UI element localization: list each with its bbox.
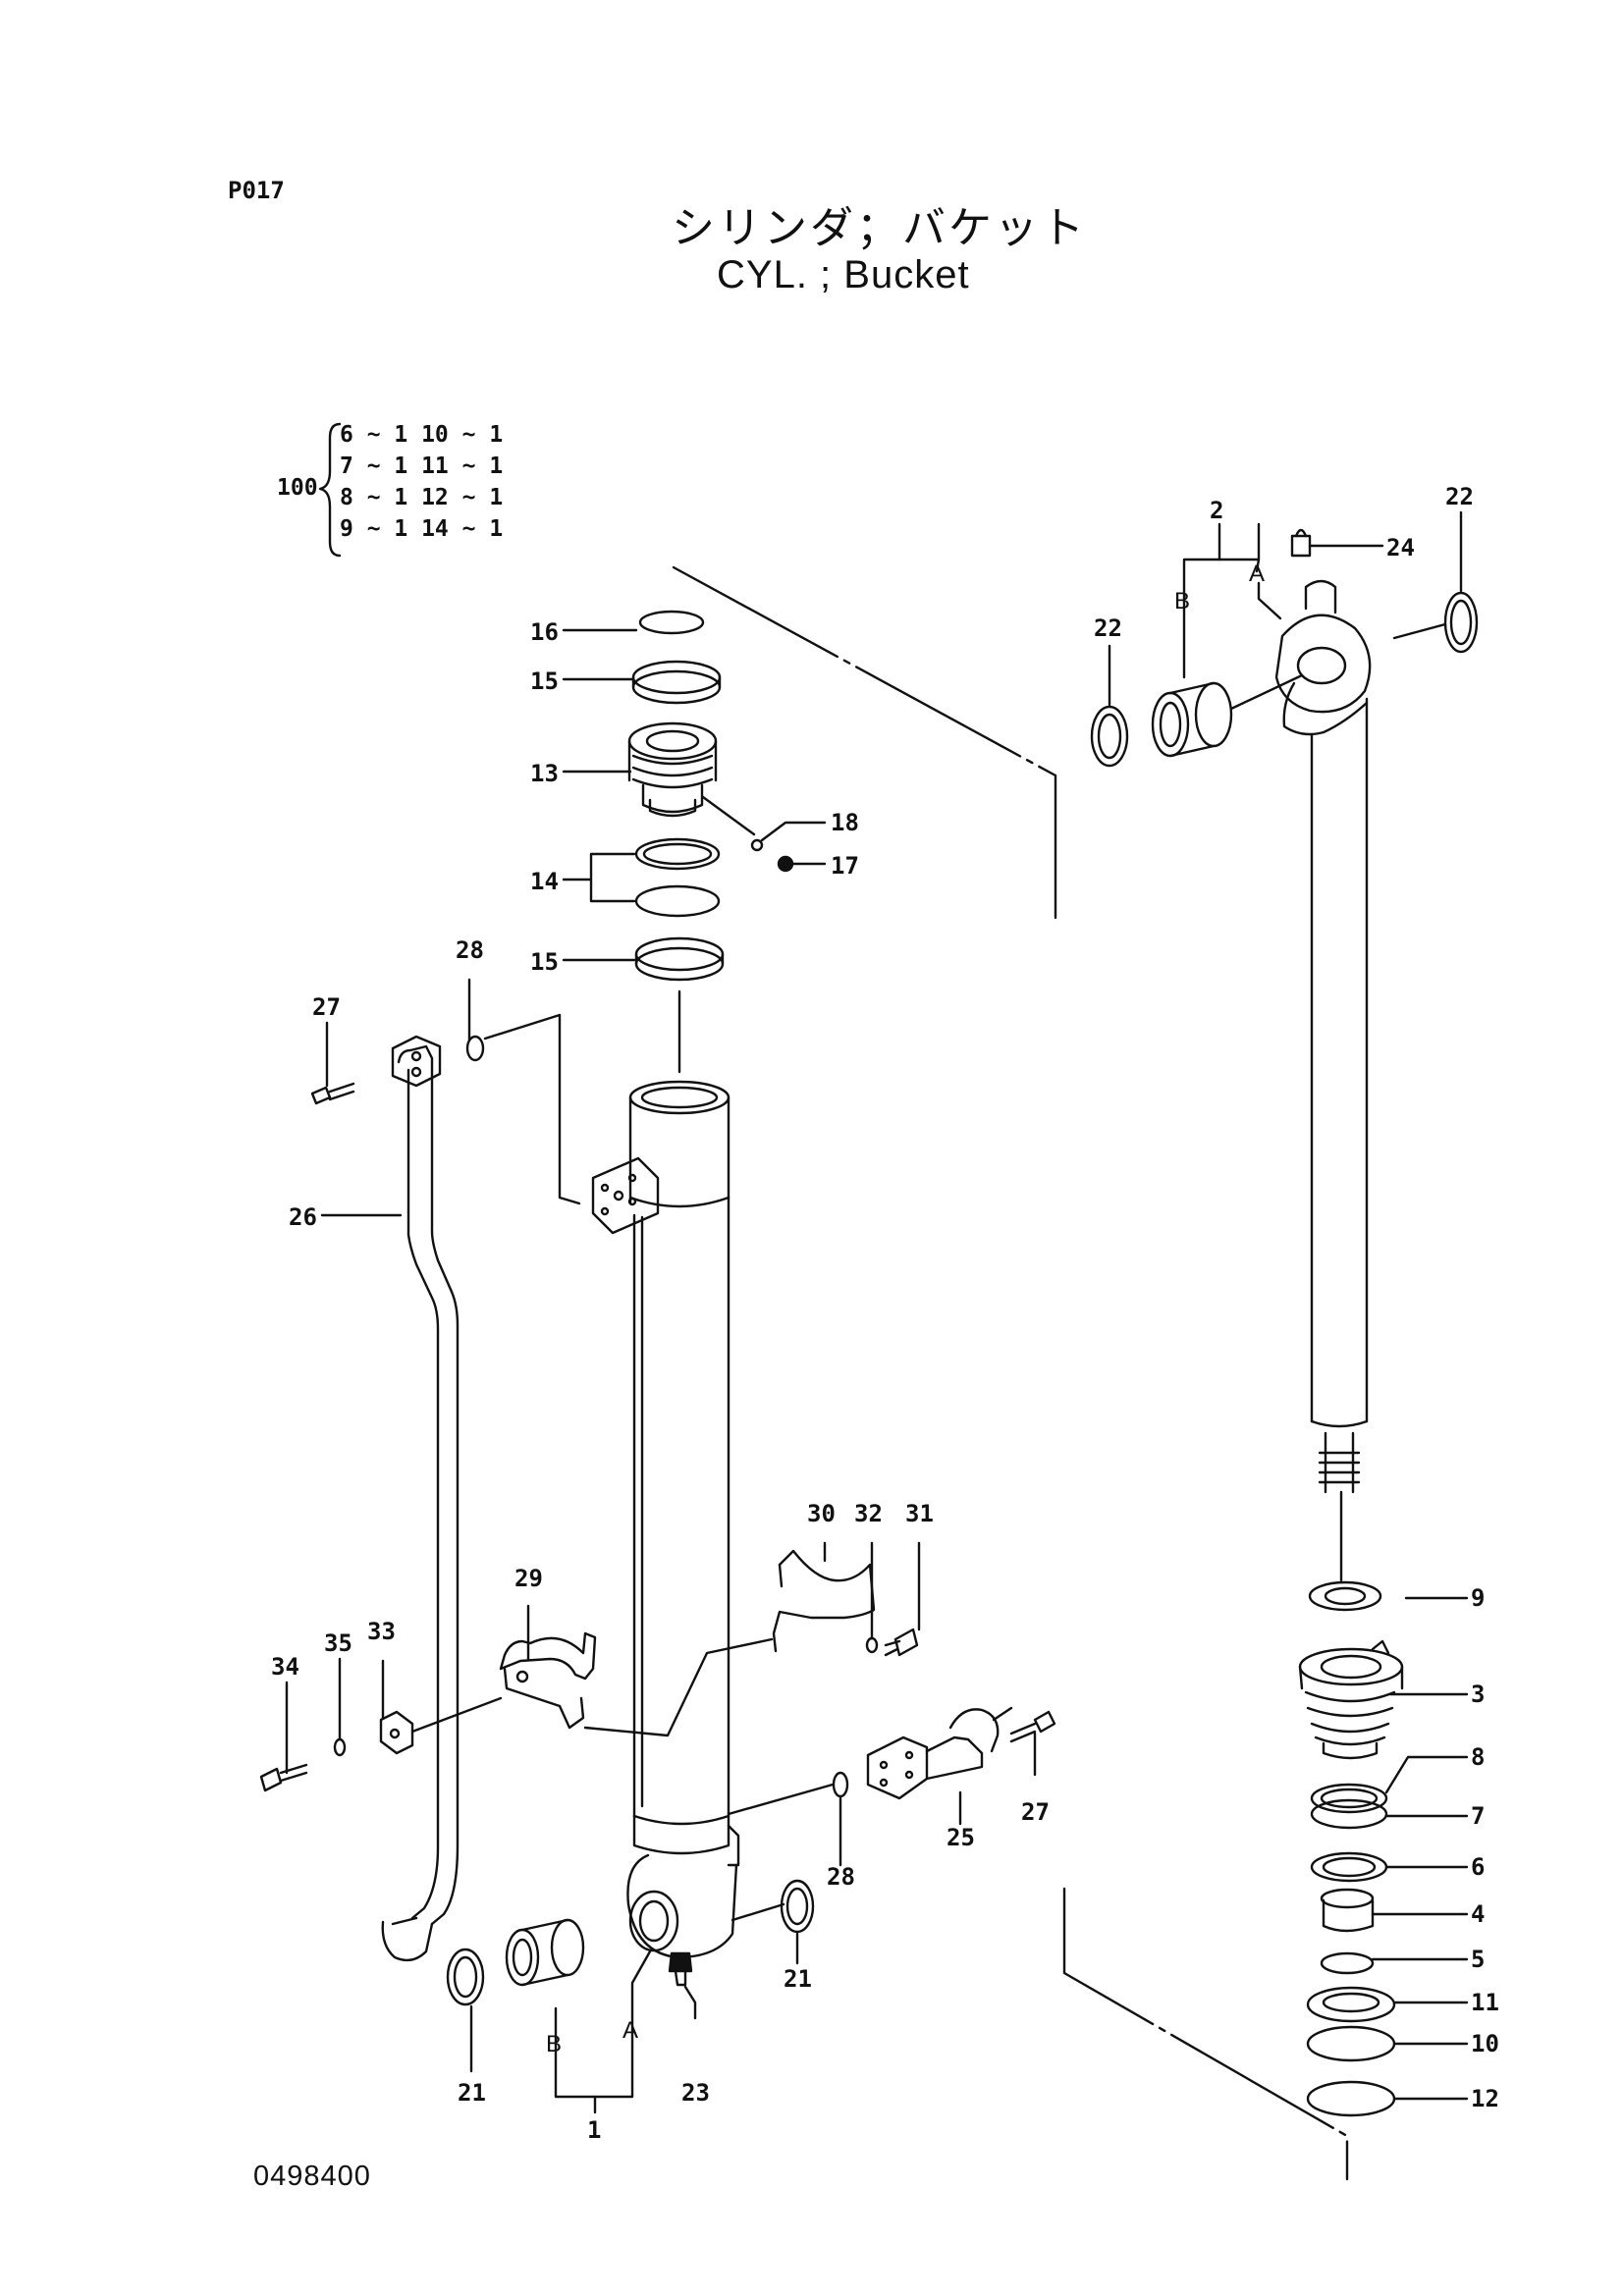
callout-8: 8 [1471,1743,1485,1771]
part-5-ring [1320,1951,1375,1975]
drawing-number: 0498400 [253,2161,371,2192]
kit-number: 100 [277,475,318,501]
callout-13: 13 [530,760,559,787]
part-4-nut [1320,1888,1375,1933]
part-10-ring [1306,2025,1396,2062]
part-13-cylinder-head [627,721,718,818]
part-24-grease-fitting [1290,528,1312,558]
part-35-washer [333,1737,347,1757]
callout-1: 1 [587,2116,601,2144]
part-22-seal-right [1443,591,1479,654]
page-code: P017 [228,177,285,204]
callout-3: 3 [1471,1681,1485,1708]
kit-row-3: 8 ~ 1 12 ~ 1 [340,485,504,510]
part-1B-bushing [505,1918,585,1987]
part-7-ring [1310,1798,1388,1830]
title-japanese: シリンダ；バケット [672,203,1087,253]
callout-23: 23 [681,2079,710,2107]
kit-row-1: 6 ~ 1 10 ~ 1 [340,422,504,448]
callout-1-A: A [622,2017,638,2044]
callout-21-left: 21 [458,2079,486,2107]
part-33-clamp-block [379,1710,414,1755]
callout-2-A: A [1249,561,1265,587]
callout-29: 29 [514,1565,543,1592]
callout-4: 4 [1471,1900,1485,1928]
part-26-pipe-clamp-top [391,1035,442,1088]
callout-22-right: 22 [1445,483,1474,510]
callout-22-left: 22 [1094,614,1122,642]
part-18-ball [750,838,764,852]
callout-32: 32 [854,1500,883,1527]
callout-31: 31 [905,1500,934,1527]
title-english: CYL. ; Bucket [717,253,970,296]
part-15-backup-ring-lower [634,936,725,982]
callout-28-upper: 28 [456,936,484,964]
callout-34: 34 [271,1653,299,1681]
part-16-oring [638,610,705,635]
part-6-ring [1310,1851,1388,1883]
part-23-grease-fitting [668,1951,693,1987]
part-15-backup-ring-upper [631,660,722,705]
part-28-oring-top [465,1035,485,1062]
part-27-bolt-bottom [1009,1710,1056,1743]
callout-6: 6 [1471,1853,1485,1881]
callout-7: 7 [1471,1802,1485,1830]
callout-27-lower: 27 [1021,1798,1050,1826]
callout-18: 18 [831,809,859,836]
callout-33: 33 [367,1618,396,1645]
callout-1-B: B [546,2031,562,2057]
kit-list: 100 6 ~ 1 10 ~ 1 7 ~ 1 11 ~ 1 8 ~ 1 12 ~… [277,418,532,556]
part-26-pipe [381,1044,460,1962]
part-28-oring-bottom [832,1771,849,1798]
callout-5: 5 [1471,1946,1485,1973]
callout-15-upper: 15 [530,667,559,695]
callout-35: 35 [324,1629,352,1657]
callout-25: 25 [947,1824,975,1851]
part-32-washer [865,1636,879,1654]
callout-15-lower: 15 [530,948,559,976]
callout-10: 10 [1471,2030,1499,2057]
part-8-ring [1310,1783,1388,1814]
part-21-seal-left [446,1948,485,2006]
part-3-piston [1298,1639,1404,1760]
callout-2: 2 [1210,497,1223,524]
kit-row-4: 9 ~ 1 14 ~ 1 [340,516,504,542]
part-2B-bushing [1151,681,1233,758]
callout-9: 9 [1471,1584,1485,1612]
part-30-band [772,1549,876,1653]
callout-2-B: B [1174,588,1190,614]
part-17-set-screw [777,855,794,873]
callout-11: 11 [1471,1989,1499,2016]
kit-row-2: 7 ~ 1 11 ~ 1 [340,454,504,479]
rod-eye [1274,579,1372,736]
part-14-seal-pair [634,837,721,918]
callout-16: 16 [530,618,559,646]
callout-21-right: 21 [784,1965,812,1993]
piston-rod [1310,697,1369,1494]
callout-17: 17 [831,852,859,880]
part-12-ring [1306,2080,1396,2117]
part-27-bolt-top [310,1082,355,1105]
kit-brace [318,422,342,558]
cylinder-tube [591,1080,740,1959]
callout-26: 26 [289,1203,317,1231]
callout-28-lower: 28 [827,1863,855,1891]
part-22-seal-left [1090,705,1129,768]
part-31-bolt [884,1628,919,1657]
part-34-bolt [259,1763,308,1792]
callout-12: 12 [1471,2085,1499,2112]
callout-14: 14 [530,868,559,895]
callout-30: 30 [807,1500,836,1527]
part-9-ring [1308,1580,1382,1612]
part-29-band [499,1631,597,1730]
callout-24: 24 [1386,534,1415,561]
part-11-ring [1306,1986,1396,2023]
part-25-hose-fitting [866,1706,1013,1800]
callout-27-upper: 27 [312,993,341,1021]
part-21-seal-right [780,1879,815,1934]
